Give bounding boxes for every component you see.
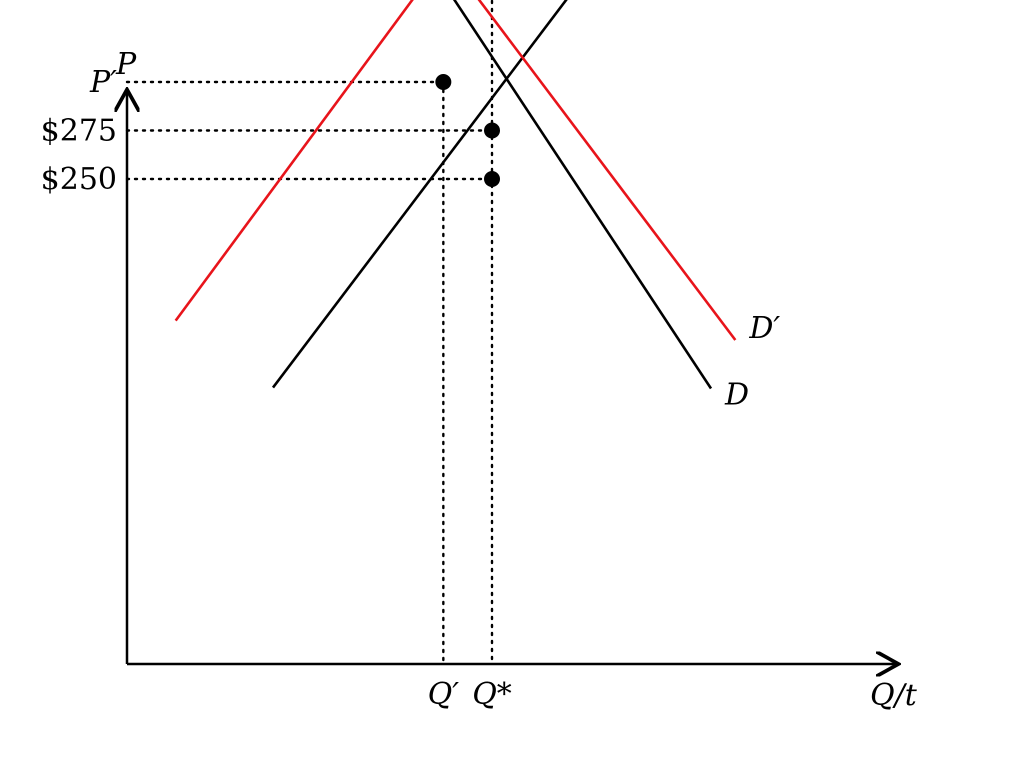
y-tick-label-4: $250: [41, 162, 117, 197]
x-axis-label: Q/t: [870, 678, 918, 713]
y-axis-label: P: [115, 47, 137, 82]
curve-label-4: D′: [748, 311, 780, 346]
curve-1: [271, 0, 568, 389]
curve-2: [452, 0, 713, 390]
y-tick-label-1: $350: [41, 0, 117, 3]
y-tick-labels: $350P′ $275 $250: [41, 0, 118, 197]
point-3: [484, 122, 501, 139]
points-group: [435, 74, 501, 187]
y-tick-label-3: $275: [41, 114, 117, 149]
x-tick-label-2: Q*: [472, 677, 512, 712]
x-tick-labels: Q′ Q*: [428, 677, 512, 712]
guide-lines: [125, 0, 494, 666]
point-4: [484, 171, 501, 187]
curve-4: [477, 0, 737, 341]
x-tick-label-1: Q′: [428, 677, 460, 712]
point-2: [435, 74, 452, 90]
y-tick-label-2: P′: [89, 65, 117, 100]
curve-3: [174, 0, 414, 322]
curve-labels: SDS′D′: [724, 311, 780, 413]
curves-group: [174, 0, 737, 390]
curve-label-2: D: [724, 378, 749, 413]
